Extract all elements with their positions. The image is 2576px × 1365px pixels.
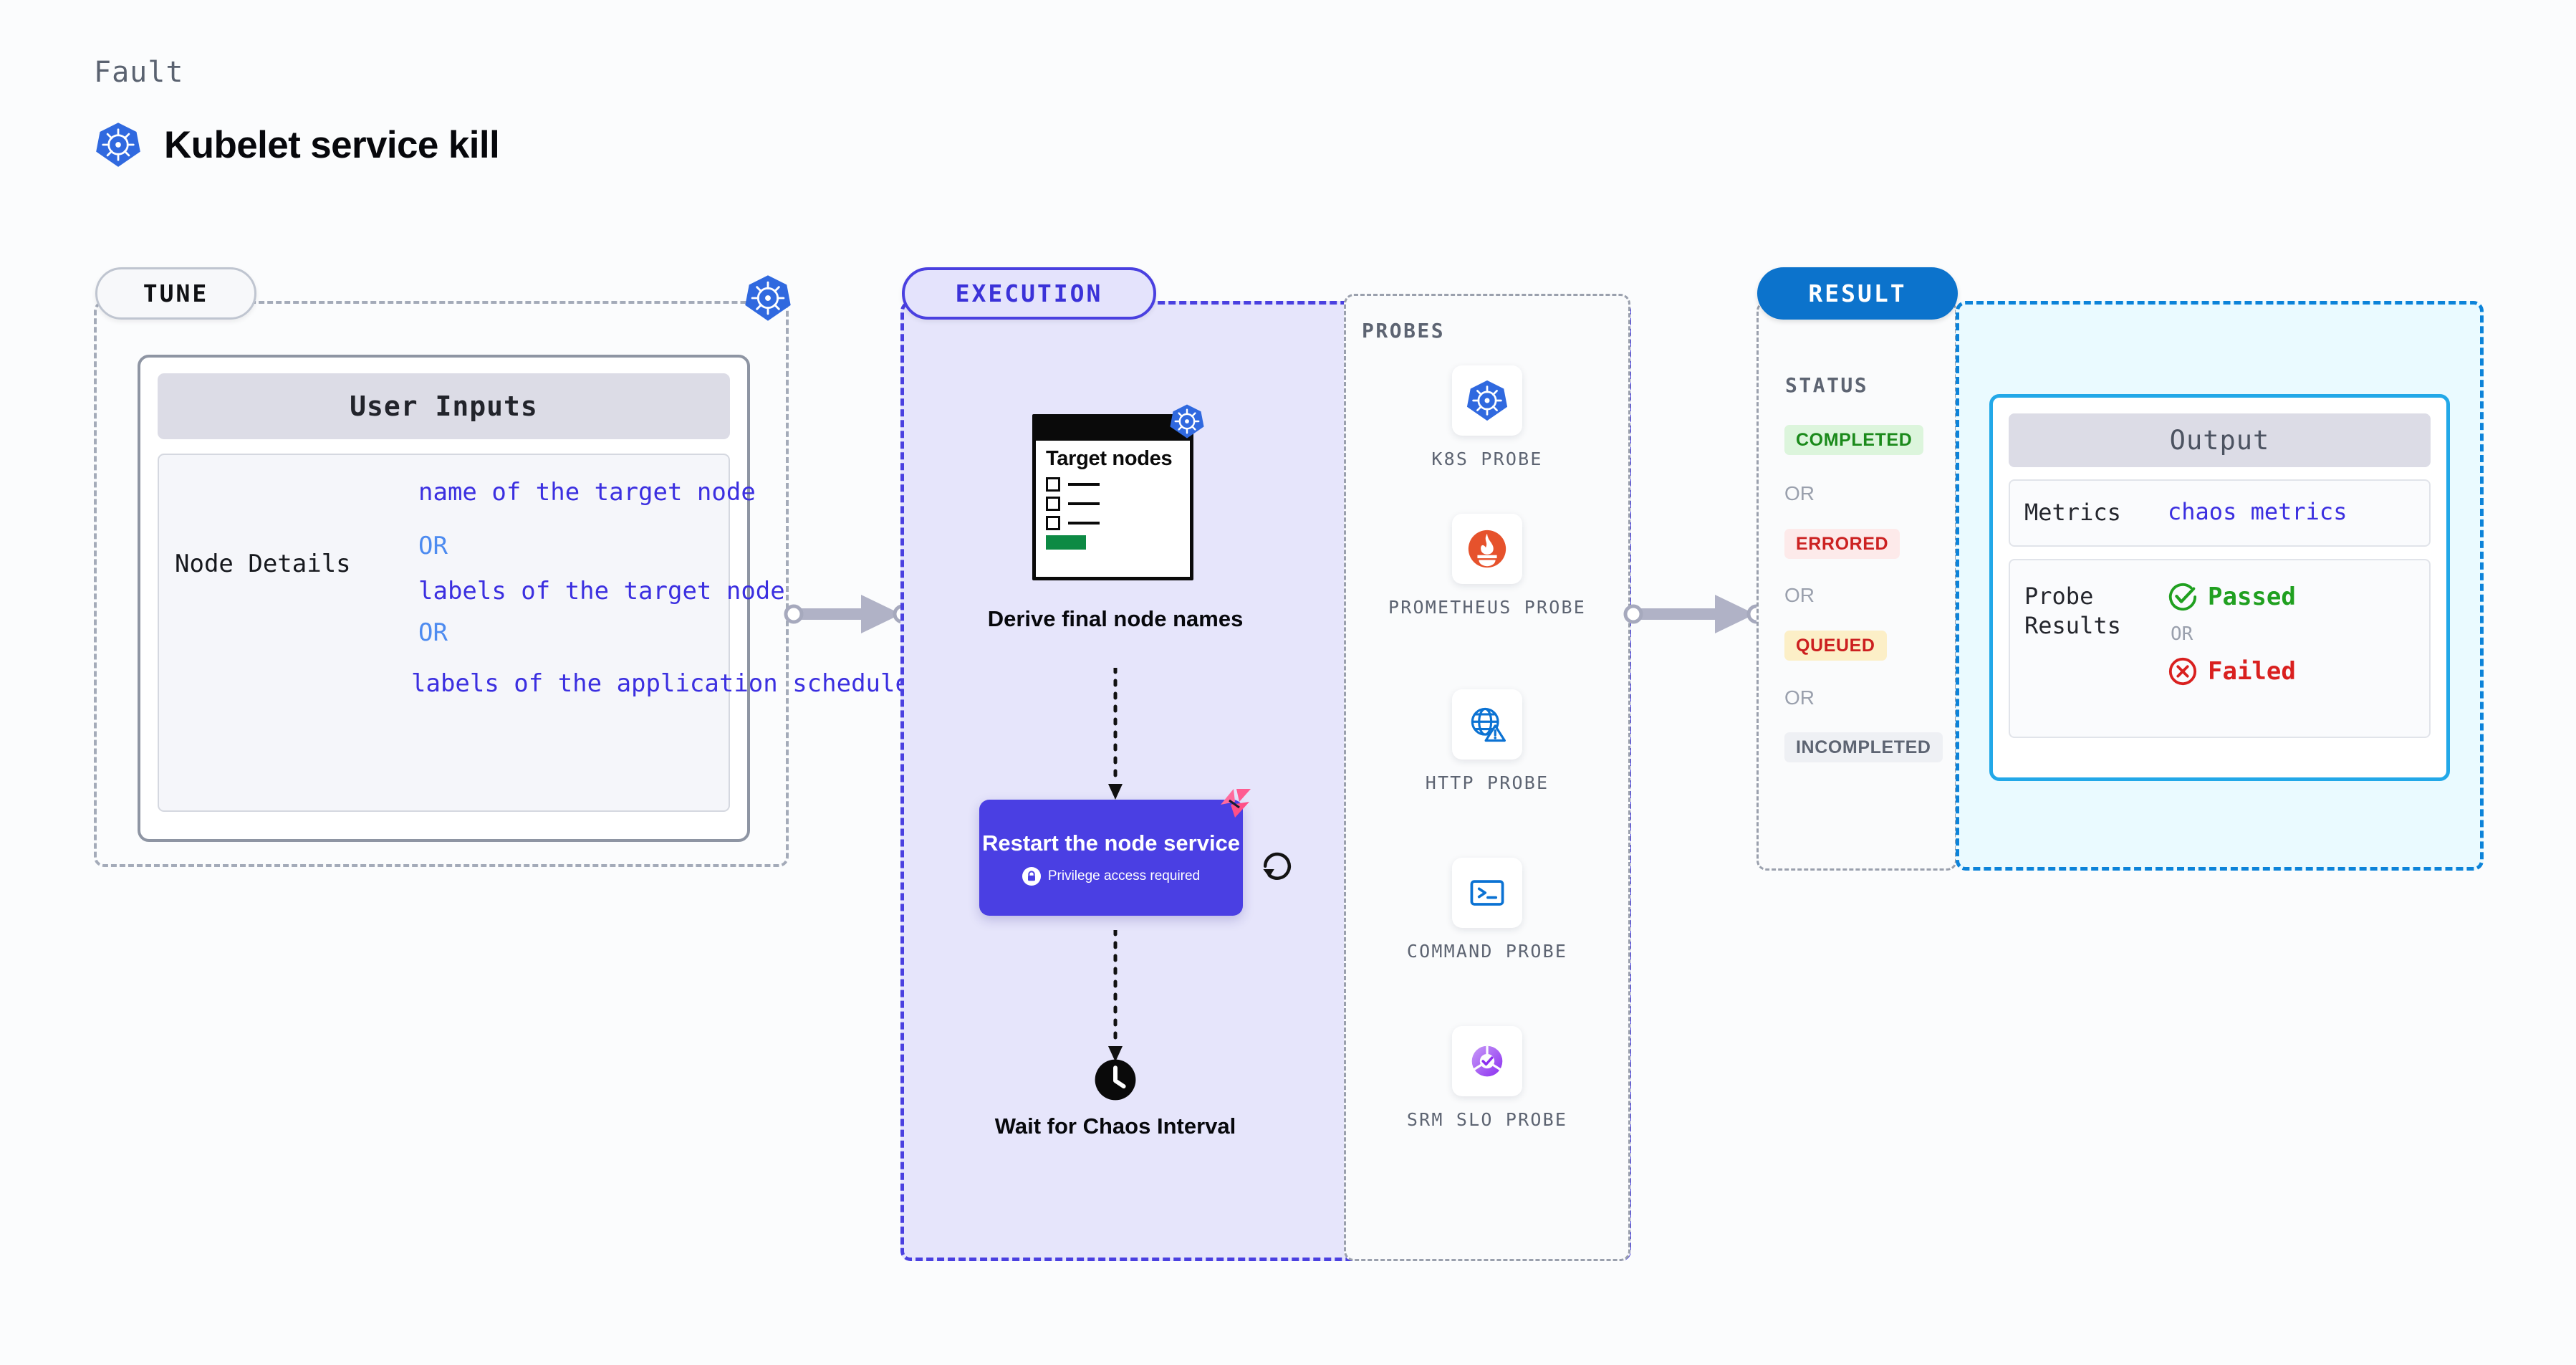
probe-tile (1452, 514, 1522, 584)
result-stage-pill[interactable]: RESULT (1757, 267, 1958, 320)
probe-tile (1452, 858, 1522, 928)
tune-stage-pill[interactable]: TUNE (95, 267, 256, 320)
donut-check-icon (1471, 1045, 1503, 1077)
result-status-panel (1756, 301, 1957, 871)
probe-label: HTTP PROBE (1425, 772, 1549, 793)
connector-execution-to-result (1623, 595, 1767, 633)
probe-result-failed: Failed (2168, 656, 2415, 686)
output-row-metrics: Metrics chaos metrics (2009, 479, 2431, 547)
privilege-text: Privilege access required (1047, 868, 1201, 883)
output-key-probe-results: Probe Results (2024, 582, 2121, 640)
flow-arrow-down-icon (1108, 668, 1123, 800)
probe-item-k8s[interactable]: K8S PROBE (1380, 365, 1595, 471)
probe-passed-label: Passed (2208, 582, 2296, 611)
input-value-1: labels of the target node (418, 577, 785, 606)
probe-item-prometheus[interactable]: PROMETHEUS PROBE (1380, 514, 1595, 619)
probe-tile (1452, 689, 1522, 760)
placeholder-line (1068, 522, 1100, 525)
status-badge-errored: ERRORED (1784, 529, 1900, 559)
checkbox-icon (1046, 497, 1060, 512)
probes-section-label: PROBES (1362, 319, 1446, 343)
output-value-metrics: chaos metrics (2168, 498, 2347, 525)
execution-stage-pill[interactable]: EXECUTION (902, 267, 1156, 320)
checkbox-icon (1046, 516, 1060, 531)
status-badge-incompleted: INCOMPLETED (1784, 732, 1943, 762)
list-item (1046, 516, 1180, 531)
status-separator-2: OR (1784, 686, 1815, 709)
tune-panel (94, 301, 789, 867)
status-separator-1: OR (1784, 584, 1815, 606)
status-separator-0: OR (1784, 482, 1815, 504)
flow-arrow-down-icon (1108, 930, 1123, 1062)
probe-tile (1452, 1026, 1522, 1096)
kubernetes-icon (1466, 380, 1508, 421)
input-value-0: name of the target node (418, 478, 756, 507)
check-circle-icon (2168, 583, 2197, 610)
probe-label: SRM SLO PROBE (1406, 1109, 1568, 1130)
connector-tune-to-execution (784, 595, 913, 633)
wait-chaos-interval-caption: Wait for Chaos Interval (994, 1113, 1236, 1139)
probe-label: COMMAND PROBE (1406, 941, 1568, 962)
probe-item-srm-slo[interactable]: SRM SLO PROBE (1380, 1026, 1595, 1131)
probe-label: PROMETHEUS PROBE (1388, 597, 1587, 618)
status-section-label: STATUS (1785, 373, 1869, 397)
status-badge-completed: COMPLETED (1784, 425, 1924, 455)
input-separator-1: OR (418, 618, 448, 647)
list-item (1046, 477, 1180, 492)
kubernetes-icon (745, 275, 791, 321)
derive-node-names-caption: Derive final node names (987, 606, 1244, 631)
x-circle-icon (2168, 657, 2197, 685)
checkbox-icon (1046, 477, 1060, 492)
privilege-badge: Privilege access required (1022, 866, 1201, 886)
probe-item-http[interactable]: HTTP PROBE (1380, 689, 1595, 795)
output-card-title: Output (2009, 413, 2431, 467)
fault-eyebrow: Fault (94, 56, 184, 89)
kubernetes-icon (96, 123, 140, 167)
restart-step-title: Restart the node service (981, 830, 1241, 856)
user-inputs-body: Node Details name of the target node OR … (158, 454, 1145, 812)
page-title: Kubelet service kill (94, 120, 500, 169)
input-separator-0: OR (418, 532, 448, 561)
status-badge-queued: QUEUED (1784, 631, 1887, 661)
restart-node-service-step[interactable]: Restart the node service Privilege acces… (979, 800, 1243, 916)
page-title-text: Kubelet service kill (164, 123, 500, 166)
harness-logo-icon (1221, 789, 1251, 818)
probe-failed-label: Failed (2208, 656, 2296, 686)
output-value-probe-results: Passed OR Failed (2168, 582, 2415, 719)
list-item (1046, 497, 1180, 512)
user-inputs-card: User Inputs Node Details name of the tar… (138, 355, 1145, 842)
probe-result-passed: Passed (2168, 582, 2415, 612)
input-key-node-details: Node Details (175, 550, 351, 578)
output-card: Output Metrics chaos metrics Probe Resul… (1989, 394, 2450, 781)
refresh-icon[interactable] (1257, 844, 1297, 884)
target-nodes-list (1046, 477, 1180, 550)
user-inputs-title: User Inputs (158, 373, 730, 439)
target-nodes-title: Target nodes (1046, 447, 1173, 470)
probe-item-command[interactable]: COMMAND PROBE (1380, 858, 1595, 963)
output-row-probe-results: Probe Results Passed OR Faile (2009, 558, 2431, 738)
probe-label: K8S PROBE (1431, 449, 1543, 469)
probes-panel (1344, 294, 1630, 1261)
kubernetes-icon (1170, 404, 1204, 439)
target-nodes-titlebar (1036, 418, 1190, 441)
probe-result-separator: OR (2171, 623, 2193, 645)
placeholder-line (1068, 502, 1100, 506)
placeholder-line (1068, 483, 1100, 487)
target-nodes-card: Target nodes (1032, 414, 1193, 580)
prometheus-icon (1468, 530, 1506, 568)
globe-warning-icon (1471, 707, 1506, 742)
progress-bar (1046, 535, 1086, 550)
output-key-metrics: Metrics (2024, 499, 2121, 526)
clock-icon (1095, 1059, 1136, 1101)
probe-tile (1452, 365, 1522, 436)
terminal-icon (1470, 880, 1504, 906)
lock-icon (1022, 866, 1041, 886)
